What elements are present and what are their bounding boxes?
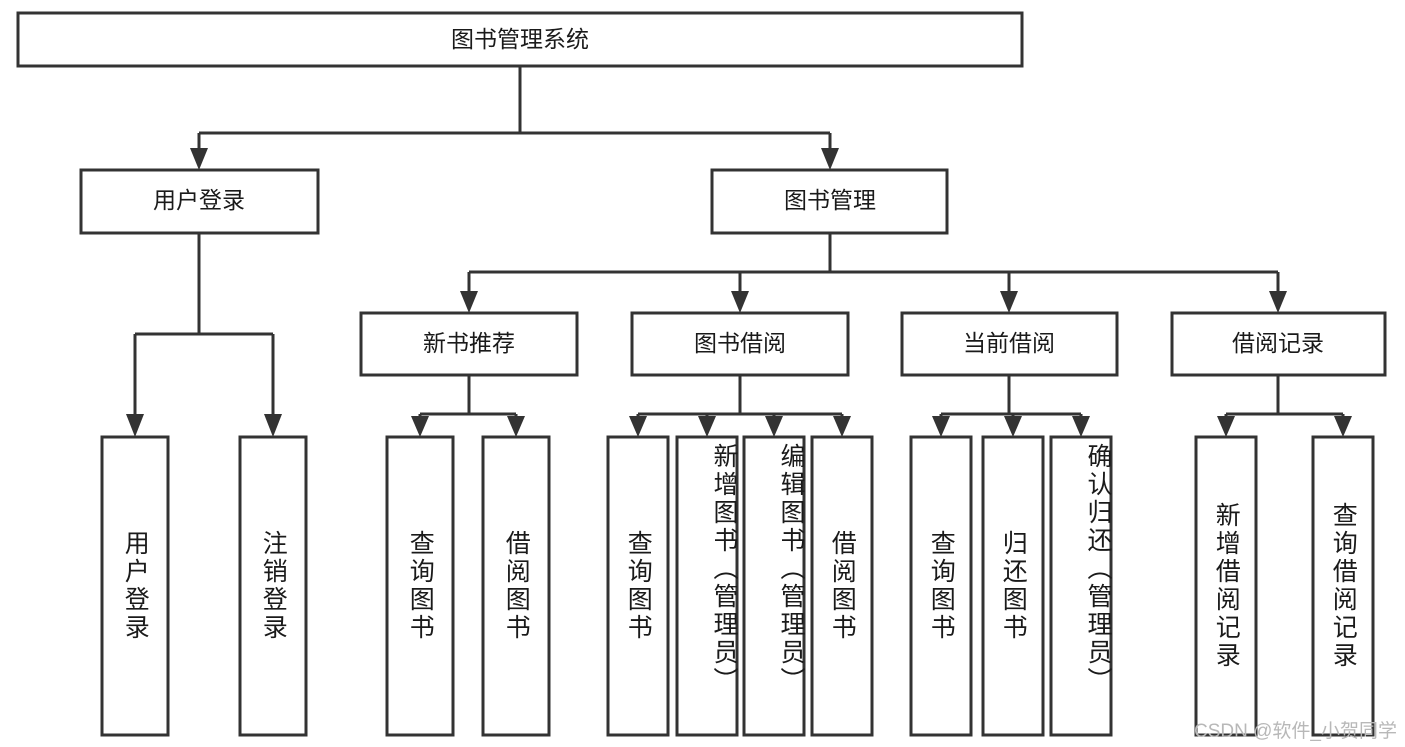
arrowhead-borrow-record	[1269, 291, 1287, 313]
arrowhead-book-borrow	[731, 291, 749, 313]
arrowhead-leaf-return-book	[1004, 416, 1022, 437]
arrowhead-leaf-logout	[264, 414, 282, 437]
arrowhead-leaf-query-book-1	[411, 416, 429, 437]
node-leaf-user-login-box[interactable]	[100, 435, 170, 737]
arrowhead-leaf-query-book-2	[629, 416, 647, 437]
arrowhead-leaf-user-login	[126, 414, 144, 437]
arrowhead-leaf-add-record	[1217, 416, 1235, 437]
node-leaf-query-book-2-box[interactable]	[606, 435, 670, 737]
node-book-borrow-label: 图书借阅	[694, 330, 786, 356]
node-root-label: 图书管理系统	[451, 26, 589, 52]
node-borrow-record-box[interactable]	[1170, 311, 1387, 377]
node-new-book-rec-box[interactable]	[359, 311, 579, 377]
node-leaf-logout-box[interactable]	[238, 435, 308, 737]
node-current-borrow-label: 当前借阅	[963, 330, 1055, 356]
node-new-book-rec-label: 新书推荐	[423, 330, 515, 356]
connectors-group	[126, 66, 1352, 437]
arrowhead-leaf-query-book-3	[932, 416, 950, 437]
node-borrow-record-label: 借阅记录	[1232, 330, 1324, 356]
node-book-manage-label: 图书管理	[784, 187, 876, 213]
node-leaf-edit-book-box[interactable]	[742, 435, 806, 737]
arrowhead-new-book-rec	[460, 291, 478, 313]
nodes-group: 图书管理系统 用户登录 图书管理 新书推荐 图书借阅 当前借阅 借阅记录	[16, 11, 1387, 737]
arrowhead-book-manage	[821, 148, 839, 170]
node-book-manage-box[interactable]	[710, 168, 949, 235]
arrowhead-leaf-borrow-book-2	[833, 416, 851, 437]
arrowhead-leaf-query-record	[1334, 416, 1352, 437]
arrowhead-leaf-add-book	[698, 416, 716, 437]
arrowhead-user-login	[190, 148, 208, 170]
node-leaf-add-record-box[interactable]	[1194, 435, 1258, 737]
arrowhead-current-borrow	[1000, 291, 1018, 313]
node-leaf-query-record-box[interactable]	[1311, 435, 1375, 737]
node-user-login-box[interactable]	[79, 168, 320, 235]
node-book-borrow-box[interactable]	[630, 311, 850, 377]
node-current-borrow-box[interactable]	[900, 311, 1119, 377]
node-leaf-query-book-3-box[interactable]	[909, 435, 973, 737]
arrowhead-leaf-borrow-book-1	[507, 416, 525, 437]
node-user-login-label: 用户登录	[153, 187, 245, 213]
node-root-box[interactable]	[16, 11, 1024, 68]
csdn-watermark: CSDN @软件_小贺同学	[1194, 721, 1397, 742]
node-leaf-add-book-box[interactable]	[675, 435, 739, 737]
arrowhead-leaf-confirm-return	[1072, 416, 1090, 437]
arrowhead-leaf-edit-book	[765, 416, 783, 437]
node-leaf-borrow-book-1-box[interactable]	[481, 435, 551, 737]
node-leaf-query-book-1-box[interactable]	[385, 435, 455, 737]
node-leaf-return-book-box[interactable]	[981, 435, 1045, 737]
node-leaf-confirm-return-box[interactable]	[1049, 435, 1113, 737]
node-leaf-borrow-book-2-box[interactable]	[810, 435, 874, 737]
